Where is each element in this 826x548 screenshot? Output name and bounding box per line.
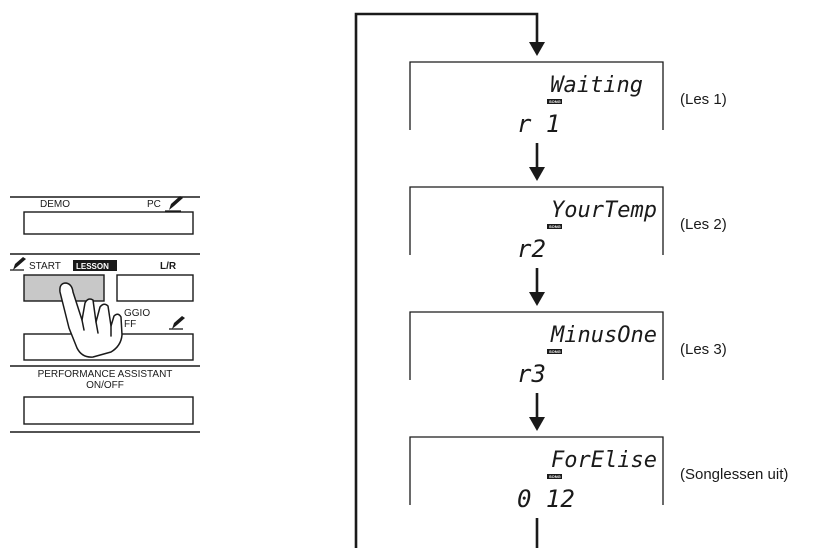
song-indicator-text: SONG — [549, 349, 561, 354]
loop-line — [356, 14, 537, 548]
lcd-display-song-lesson-off: ForElise SONG 0 12 (Songlessen uit) — [410, 437, 788, 513]
start-label: START — [29, 261, 61, 272]
lcd-top-text: ForElise — [551, 448, 657, 473]
pen-icon — [10, 257, 26, 270]
lr-button[interactable] — [117, 275, 193, 301]
arrow-down-icon — [529, 42, 545, 56]
lesson-label: (Les 3) — [680, 341, 727, 358]
flow-loop — [356, 14, 545, 548]
song-indicator-text: SONG — [549, 224, 561, 229]
demo-button[interactable] — [24, 212, 193, 234]
lcd-bottom-text: r 1 — [517, 110, 560, 138]
pen-icon — [165, 196, 183, 211]
lcd-top-text: MinusOne — [550, 323, 657, 348]
lcd-display-lesson-1: Waiting SONG r 1 (Les 1) — [410, 62, 727, 138]
lcd-display-lesson-3: MinusOne SONG r3 (Les 3) — [410, 312, 727, 388]
lcd-bottom-text: r3 — [517, 360, 546, 388]
keyboard-panel: DEMO PC START LESSON L/R GGIO FF PERFORM… — [10, 196, 200, 432]
arpeggio-onoff-label: FF — [124, 319, 136, 330]
song-indicator-text: SONG — [549, 474, 561, 479]
lesson-label: (Les 1) — [680, 91, 727, 108]
arrow-down-icon — [529, 417, 545, 431]
song-indicator-text: SONG — [549, 99, 561, 104]
lesson-badge-text: LESSON — [76, 262, 109, 271]
lcd-display-lesson-2: YourTemp SONG r2 (Les 2) — [410, 187, 727, 263]
arpeggio-label: GGIO — [124, 308, 150, 319]
lcd-top-text: Waiting — [550, 73, 643, 98]
pen-icon — [169, 316, 185, 329]
arrow-down-icon — [529, 167, 545, 181]
lr-label: L/R — [160, 261, 177, 272]
lesson-label: (Songlessen uit) — [680, 466, 788, 483]
pc-label: PC — [147, 199, 161, 210]
arrow-down-icon — [529, 292, 545, 306]
lcd-bottom-text: r2 — [517, 235, 546, 263]
demo-label: DEMO — [40, 199, 70, 210]
performance-assistant-label: PERFORMANCE ASSISTANT — [38, 369, 173, 380]
lesson-label: (Les 2) — [680, 216, 727, 233]
lcd-bottom-text: 0 12 — [517, 485, 575, 513]
performance-assistant-button[interactable] — [24, 397, 193, 424]
performance-assistant-onoff-label: ON/OFF — [86, 380, 124, 391]
lcd-top-text: YourTemp — [551, 198, 657, 223]
